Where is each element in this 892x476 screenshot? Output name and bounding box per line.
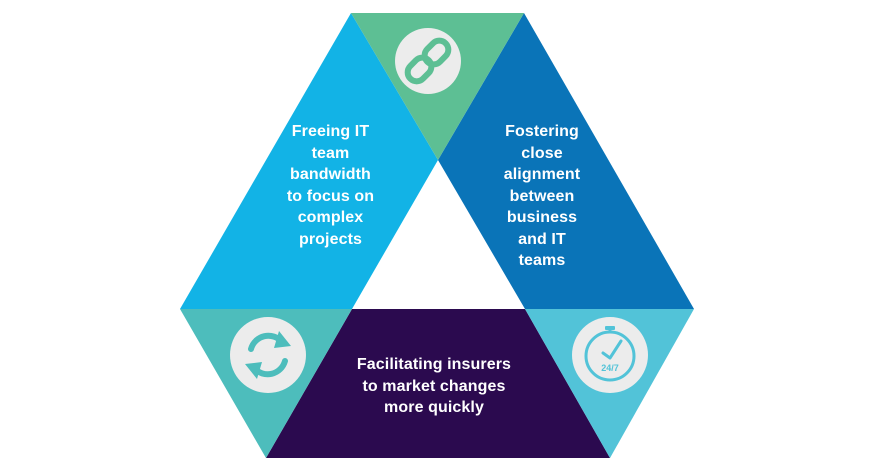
right-band xyxy=(438,13,694,309)
left-label-line: complex xyxy=(297,209,364,226)
left-label-line: bandwidth xyxy=(290,166,371,183)
bottom-band xyxy=(266,309,610,458)
left-label-line: team xyxy=(311,144,350,162)
left-label-line: to focus on xyxy=(286,187,375,205)
bottom-label-line: Facilitating insurers xyxy=(356,356,512,373)
left-label-line: Freeing IT xyxy=(291,123,370,140)
left-band xyxy=(180,13,438,309)
right-label-line: between xyxy=(509,187,575,205)
clock-24-7-icon: 24/7 xyxy=(572,317,648,393)
right-label-line: business xyxy=(506,209,578,226)
clock-24-7-text: 24/7 xyxy=(601,363,619,373)
right-label-line: teams xyxy=(518,252,566,269)
left-label-line: projects xyxy=(298,230,363,248)
right-label-line: and IT xyxy=(518,230,566,248)
bottom-label-line: more quickly xyxy=(384,399,484,416)
right-label-line: Fostering xyxy=(505,123,579,140)
bottom-band-label: Facilitating insurers to market changes … xyxy=(318,354,550,419)
left-band-label: Freeing IT team bandwidth to focus on co… xyxy=(258,121,403,250)
right-label-line: close xyxy=(521,144,563,162)
link-icon xyxy=(395,28,461,94)
bottom-label-line: to market changes xyxy=(362,377,506,395)
refresh-icon xyxy=(230,317,306,393)
right-band-label: Fostering close alignment between busine… xyxy=(472,121,612,272)
right-label-line: alignment xyxy=(503,166,581,183)
